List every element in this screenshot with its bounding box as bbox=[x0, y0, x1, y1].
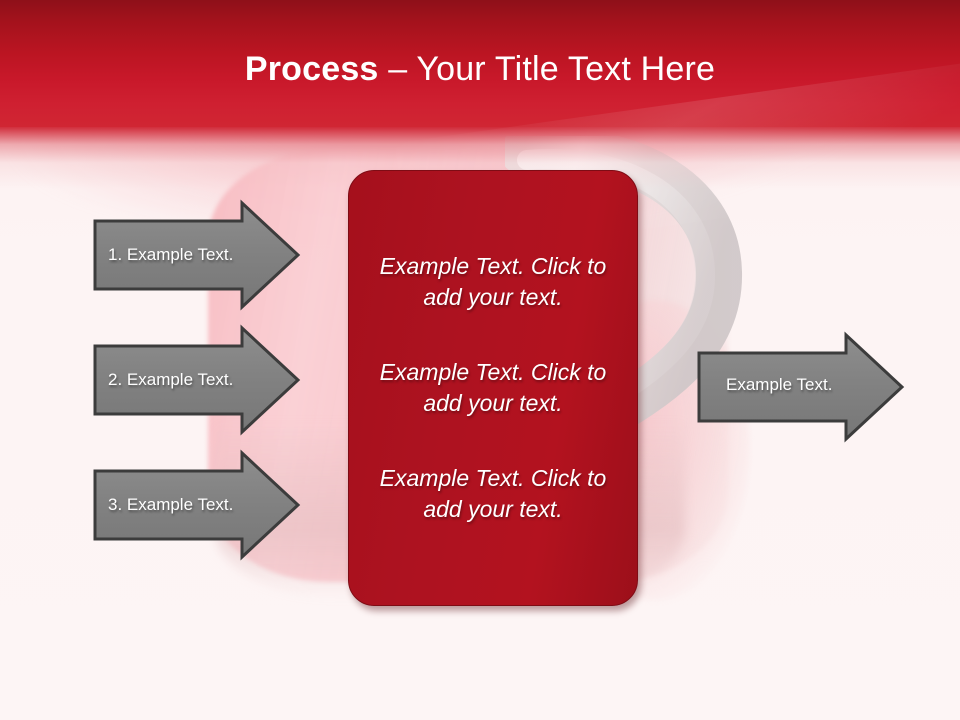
page-title-bold: Process bbox=[244, 50, 379, 88]
output-arrow[interactable]: Example Text. bbox=[696, 331, 906, 443]
input-arrow-1[interactable]: 1. Example Text. bbox=[92, 199, 302, 311]
process-card-paragraph-3: Example Text. Click to add your text. bbox=[379, 465, 607, 522]
page-title-rest: – Your Title Text Here bbox=[378, 50, 716, 88]
input-arrow-3[interactable]: 3. Example Text. bbox=[92, 449, 302, 561]
process-card[interactable]: Example Text. Click to add your text. Ex… bbox=[348, 170, 638, 606]
page-title: Process – Your Title Text Here bbox=[0, 48, 960, 90]
process-card-paragraph-2: Example Text. Click to add your text. bbox=[379, 359, 607, 416]
title-band bbox=[0, 0, 960, 127]
process-card-paragraph-1: Example Text. Click to add your text. bbox=[379, 253, 607, 310]
input-arrow-2[interactable]: 2. Example Text. bbox=[92, 324, 302, 436]
